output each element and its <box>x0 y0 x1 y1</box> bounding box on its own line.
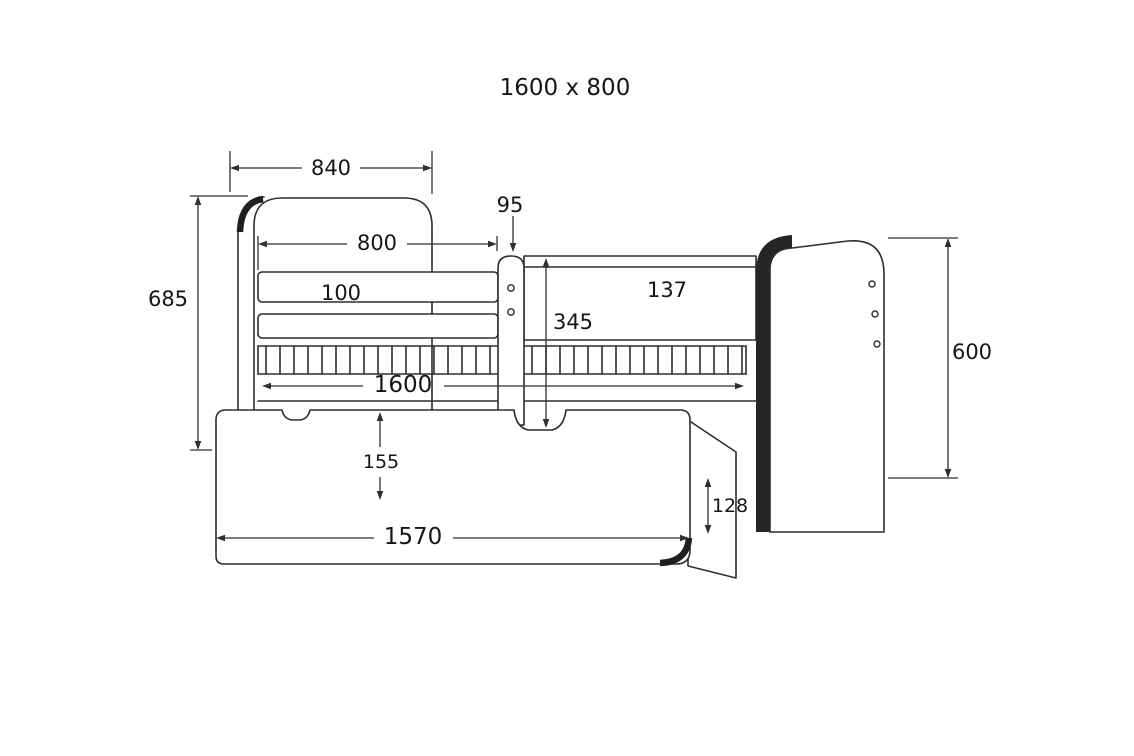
guard-board-lower <box>257 313 499 339</box>
dim-guard-board-height: 100 <box>321 281 361 305</box>
drawer-front-height-label: 155 <box>363 451 399 473</box>
footboard-hole <box>871 310 879 318</box>
guard-rail-length-label: 800 <box>357 231 397 255</box>
drawer-side-height-label: 128 <box>712 495 748 517</box>
side-rail-height-label: 137 <box>647 278 687 302</box>
footboard-hole <box>873 340 881 348</box>
post-width-label: 95 <box>497 193 524 217</box>
dim-drawer-front-height: 155 <box>363 412 399 500</box>
dim-drawer-side-height: 128 <box>704 478 748 534</box>
dim-headboard-width: 840 <box>229 151 433 194</box>
guard-post-hole <box>507 308 515 316</box>
footboard-height-label: 600 <box>952 340 992 364</box>
dimensions: 1600 x 800 840 685 8 <box>148 75 992 550</box>
dim-post-width: 95 <box>497 193 524 252</box>
bed-length-label: 1600 <box>374 372 433 398</box>
bed-drawing <box>215 195 885 579</box>
slats <box>265 345 743 375</box>
guard-board-upper <box>257 271 499 303</box>
dim-drawer-length: 1570 <box>216 524 689 550</box>
drawer-corner-shading <box>659 537 693 567</box>
drawing-title: 1600 x 800 <box>500 75 631 101</box>
guard-post <box>497 255 525 426</box>
footboard-edge-shading <box>756 235 792 532</box>
dim-rail-to-base: 345 <box>542 258 593 428</box>
guard-post-body <box>497 255 525 426</box>
headboard-height-label: 685 <box>148 287 188 311</box>
headboard-edge-shading <box>236 195 264 233</box>
guard-board-height-label: 100 <box>321 281 361 305</box>
drawer-length-label: 1570 <box>384 524 443 550</box>
dim-footboard-height: 600 <box>888 237 992 479</box>
footboard <box>756 235 885 533</box>
headboard-width-label: 840 <box>311 156 351 180</box>
rail-to-base-label: 345 <box>553 310 593 334</box>
footboard-hole <box>868 280 876 288</box>
dim-guard-rail-length: 800 <box>257 231 498 270</box>
dim-side-rail-height: 137 <box>647 278 687 302</box>
footboard-panel <box>769 240 885 533</box>
guard-rail <box>257 271 499 339</box>
dim-headboard-height: 685 <box>148 195 248 451</box>
guard-post-hole <box>507 284 515 292</box>
drawer-front-face <box>215 409 691 565</box>
dim-bed-length: 1600 <box>262 372 744 398</box>
drawer <box>215 409 737 579</box>
